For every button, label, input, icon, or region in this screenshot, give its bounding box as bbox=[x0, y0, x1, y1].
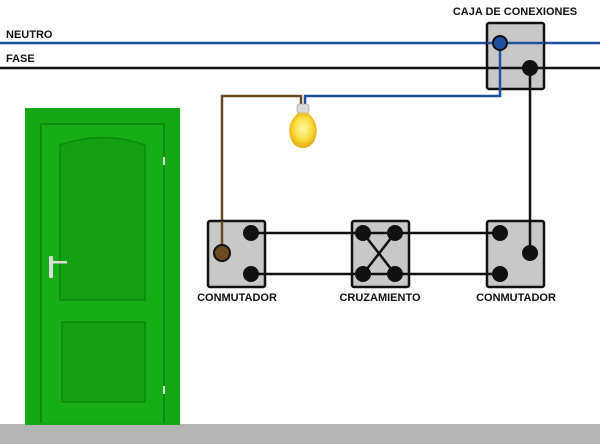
switch-right-label: CONMUTADOR bbox=[476, 292, 556, 304]
light-bulb-icon bbox=[289, 103, 317, 148]
door bbox=[25, 108, 180, 425]
return-wire bbox=[220, 94, 303, 252]
switch-left bbox=[206, 219, 267, 289]
neutral-terminal bbox=[492, 35, 508, 51]
junction-box bbox=[485, 21, 546, 91]
floor bbox=[0, 424, 600, 444]
neutral-label: NEUTRO bbox=[6, 29, 53, 41]
switch-left-label: CONMUTADOR bbox=[197, 292, 277, 304]
junction-box-label: CAJA DE CONEXIONES bbox=[452, 6, 578, 18]
crossover-label: CRUZAMIENTO bbox=[339, 292, 421, 304]
switch-right bbox=[485, 219, 546, 289]
phase-label: FASE bbox=[6, 53, 35, 65]
door-handle bbox=[49, 256, 53, 278]
phase-terminal bbox=[522, 60, 538, 76]
neutral-lamp-wire bbox=[303, 43, 502, 106]
crossover-switch bbox=[350, 219, 411, 289]
